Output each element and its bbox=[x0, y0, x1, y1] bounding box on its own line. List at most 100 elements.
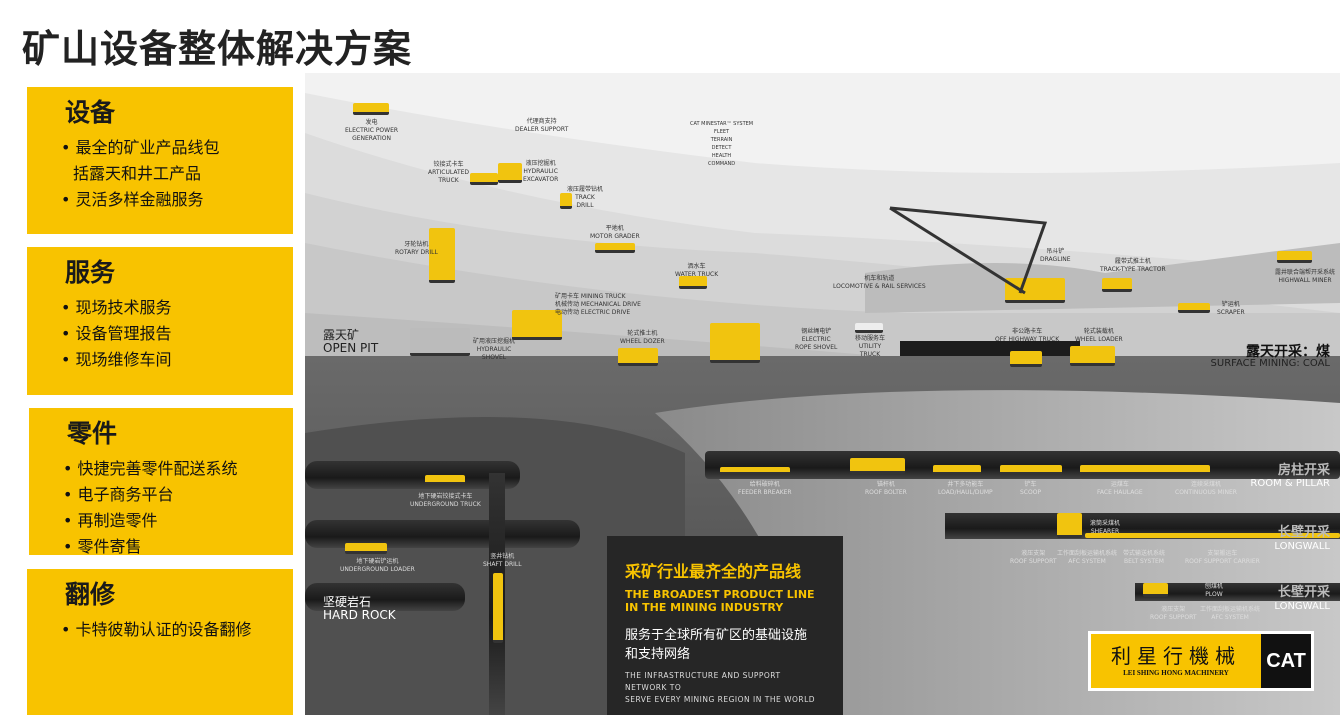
rope-shovel-image bbox=[710, 323, 760, 363]
bullet-item: • 设备管理报告 bbox=[61, 324, 172, 343]
mining-truck-image bbox=[512, 310, 562, 340]
power-generator bbox=[353, 103, 389, 115]
panel-title-zh: 采矿行业最齐全的产品线 bbox=[625, 562, 802, 581]
articulated-truck-image bbox=[470, 173, 498, 185]
label-ug-loader: 地下硬岩铲运机 UNDERGROUND LOADER bbox=[340, 558, 415, 573]
label-face-haulage: 运煤车 FACE HAULAGE bbox=[1097, 481, 1143, 496]
label-dragline: 吊斗铲 DRAGLINE bbox=[1040, 248, 1071, 263]
tunnel bbox=[305, 583, 465, 611]
label-off-highway: 非公路卡车 OFF HIGHWAY TRUCK bbox=[995, 328, 1060, 343]
label-hydraulic-shovel: 矿用液压挖掘机 HYDRAULIC SHOVEL bbox=[473, 338, 516, 361]
utility-truck-image bbox=[855, 323, 883, 333]
section-service: 服务 • 现场技术服务 • 设备管理报告 • 现场维修车间 bbox=[27, 247, 293, 395]
label-power: 发电 ELECTRIC POWER GENERATION bbox=[345, 119, 399, 142]
bullet-item: • 卡特彼勒认证的设备翻修 bbox=[61, 620, 252, 639]
section-heading: 服务 bbox=[65, 258, 116, 287]
label-roof-support: 液压支架 ROOF SUPPORT bbox=[1010, 550, 1057, 565]
water-truck-image bbox=[679, 276, 707, 289]
section-heading: 零件 bbox=[67, 419, 118, 448]
label-scraper: 铲运机 SCRAPER bbox=[1217, 301, 1245, 316]
label-scoop: 铲车 SCOOP bbox=[1020, 481, 1042, 496]
afc-system-image bbox=[1085, 533, 1340, 538]
panel-subtitle-en: THE INFRASTRUCTURE AND SUPPORT NETWORK T… bbox=[625, 671, 816, 704]
track-tractor-image bbox=[1102, 278, 1132, 292]
zone-longwall-en: LONGWALL bbox=[1274, 541, 1330, 552]
scraper-image bbox=[1178, 303, 1210, 313]
label-continuous-miner: 连续采煤机 CONTINUOUS MINER bbox=[1175, 481, 1237, 496]
underground-truck-image bbox=[425, 475, 465, 485]
label-roof-support-2: 液压支架 ROOF SUPPORT bbox=[1150, 606, 1197, 621]
scoop-image bbox=[1000, 465, 1062, 475]
underground-loader-image bbox=[345, 543, 387, 554]
label-wheel-loader: 轮式装载机 WHEEL LOADER bbox=[1075, 328, 1123, 343]
label-excavator: 液压挖掘机 HYDRAULIC EXCAVATOR bbox=[523, 160, 559, 183]
label-utility-truck: 移动服务车 UTILITY TRUCK bbox=[855, 335, 886, 358]
zone-surface-coal-en: SURFACE MINING: COAL bbox=[1210, 358, 1330, 369]
section-rebuild: 翻修 • 卡特彼勒认证的设备翻修 bbox=[27, 569, 293, 715]
bullet-item: • 快捷完善零件配送系统 bbox=[63, 459, 238, 478]
zone-room-pillar: 房柱开采 bbox=[1277, 463, 1330, 478]
zone-room-pillar-en: ROOM & PILLAR bbox=[1250, 478, 1330, 489]
roof-bolter-image bbox=[850, 458, 905, 474]
label-rotary-drill: 牙轮钻机 ROTARY DRILL bbox=[395, 241, 438, 256]
label-mining-truck: 矿用卡车 MINING TRUCK 机械传动 MECHANICAL DRIVE … bbox=[555, 293, 641, 316]
product-line-panel: 采矿行业最齐全的产品线 THE BROADEST PRODUCT LINE IN… bbox=[607, 536, 843, 715]
label-shearer: 滚筒采煤机 SHEARER bbox=[1090, 520, 1121, 535]
zone-open-pit: 露天矿 OPEN PIT bbox=[323, 328, 379, 355]
face-haulage-image bbox=[1080, 465, 1210, 475]
lhd-image bbox=[933, 465, 981, 475]
bullet-item: • 电子商务平台 bbox=[63, 485, 174, 504]
logo-en: LEI SHING HONG MACHINERY bbox=[1123, 669, 1229, 677]
feeder-breaker-image bbox=[720, 467, 790, 475]
highwall-miner-image bbox=[1277, 251, 1312, 263]
label-dealer: 代理商支持 DEALER SUPPORT bbox=[515, 118, 569, 133]
shearer-image bbox=[1057, 513, 1082, 538]
label-afc: 工作面刮板运输机系统 AFC SYSTEM bbox=[1057, 550, 1118, 565]
label-wheel-dozer: 轮式推土机 WHEEL DOZER bbox=[620, 330, 665, 345]
panel-title-en: THE BROADEST PRODUCT LINE IN THE MINING … bbox=[625, 588, 815, 614]
label-rope-shovel: 钢丝绳电铲 ELECTRIC ROPE SHOVEL bbox=[795, 328, 838, 351]
zone-longwall: 长壁开采 bbox=[1277, 525, 1330, 540]
label-minestar: CAT MINESTAR™ SYSTEM FLEET TERRAIN DETEC… bbox=[690, 121, 754, 167]
wheel-dozer-image bbox=[618, 348, 658, 366]
label-plow: 刨煤机 PLOW bbox=[1205, 583, 1224, 598]
plow-image bbox=[1143, 583, 1168, 597]
zone-hard-rock: 坚硬岩石 HARD ROCK bbox=[323, 595, 396, 622]
label-belt: 带式输送机系统 BELT SYSTEM bbox=[1123, 550, 1166, 565]
cat-logo: CAT bbox=[1261, 634, 1311, 688]
motor-grader-image bbox=[595, 243, 635, 253]
label-support-carrier: 支架搬运车 ROOF SUPPORT CARRIER bbox=[1185, 550, 1260, 565]
bullet-item: 括露天和井工产品 bbox=[73, 164, 202, 183]
bullet-item: • 现场维修车间 bbox=[61, 350, 172, 369]
tunnel-longwall bbox=[1135, 583, 1340, 601]
logo-zh: 利星行機械 bbox=[1111, 644, 1241, 668]
label-articulated: 铰接式卡车 ARTICULATED TRUCK bbox=[428, 161, 470, 184]
label-lhd: 井下多功能车 LOAD/HAUL/DUMP bbox=[938, 481, 993, 496]
bullet-item: • 现场技术服务 bbox=[61, 298, 172, 317]
excavator-image bbox=[498, 163, 522, 183]
label-water-truck: 洒水车 WATER TRUCK bbox=[675, 263, 719, 278]
dragline-image bbox=[1005, 278, 1065, 303]
section-equipment: 设备 • 最全的矿业产品线包 括露天和井工产品 • 灵活多样金融服务 bbox=[27, 87, 293, 234]
off-highway-truck-image bbox=[1010, 351, 1042, 367]
bullet-item: • 零件寄售 bbox=[63, 537, 142, 556]
label-highwall: 露井联合端帮开采系统 HIGHWALL MINER bbox=[1275, 269, 1336, 284]
dragline-boom bbox=[889, 206, 1048, 295]
label-ug-truck: 地下硬岩铰接式卡车 UNDERGROUND TRUCK bbox=[410, 493, 481, 508]
section-heading: 设备 bbox=[65, 98, 116, 127]
section-heading: 翻修 bbox=[65, 580, 116, 609]
zone-longwall-2-en: LONGWALL bbox=[1274, 601, 1330, 612]
wheel-loader-image bbox=[1070, 346, 1115, 366]
zone-longwall-2: 长壁开采 bbox=[1277, 585, 1330, 600]
section-parts: 零件 • 快捷完善零件配送系统 • 电子商务平台 • 再制造零件 • 零件寄售 bbox=[29, 408, 293, 556]
zone-surface-coal: 露天开采：煤 bbox=[1246, 344, 1330, 360]
label-track-drill: 液压履带钻机 TRACK DRILL bbox=[567, 186, 604, 209]
label-locomotive: 机车和轨道 LOCOMOTIVE & RAIL SERVICES bbox=[833, 275, 926, 290]
bullet-item: • 再制造零件 bbox=[63, 511, 158, 530]
label-track-tractor: 履带式推土机 TRACK-TYPE TRACTOR bbox=[1100, 258, 1166, 273]
rotary-drill-image bbox=[429, 228, 455, 283]
track-drill-image bbox=[560, 193, 572, 209]
panel-subtitle-zh: 服务于全球所有矿区的基础设施 和支持网络 bbox=[625, 628, 808, 662]
label-afc-2: 工作面刮板运输机系统 AFC SYSTEM bbox=[1200, 606, 1261, 621]
